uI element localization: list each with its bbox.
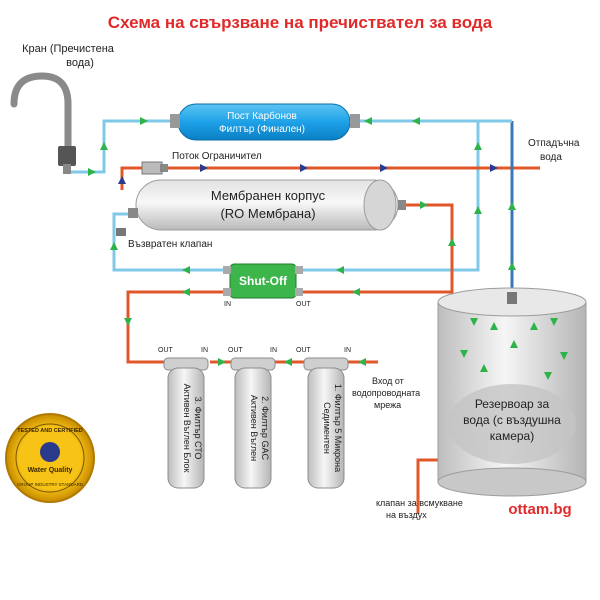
filter-3-cartridge	[163, 357, 209, 489]
filter-3-label-line2: Активен Въглен Блок	[182, 384, 192, 473]
flow-arrow-icon	[474, 142, 482, 150]
flow-restrictor	[141, 161, 168, 175]
page-title: Схема на свързване на пречиствател за во…	[108, 13, 493, 32]
carbon-filter-label-line1: Пост Карбонов	[227, 110, 297, 122]
filter-2-out-label: OUT	[228, 347, 244, 354]
flow-arrow-icon	[510, 340, 518, 348]
shutoff-label: Shut-Off	[239, 274, 288, 288]
flow-arrow-icon	[480, 364, 488, 372]
flow-arrow-icon	[544, 372, 552, 380]
flow-restrictor-label: Поток Ограничител	[172, 151, 262, 162]
membrane-housing	[128, 179, 406, 231]
flow-arrow-icon	[182, 288, 190, 296]
shutoff-in-label: IN	[224, 301, 231, 308]
drain-label-line1: Отпадъчна	[528, 138, 580, 149]
brand-logo-text: ottam.bg	[508, 501, 571, 518]
flow-arrow-icon	[560, 352, 568, 360]
filter-3-label-line1: 3. Филтър СТО	[193, 397, 203, 460]
membrane-label-line2: (RO Мембрана)	[220, 206, 315, 221]
carbon-filter	[170, 103, 360, 141]
air-valve-label-line2: на въздух	[386, 510, 427, 520]
filter-1-out-label: OUT	[296, 347, 312, 354]
flow-arrows	[88, 117, 568, 380]
filter-3-out-label: OUT	[158, 347, 174, 354]
flow-arrow-icon	[124, 318, 132, 326]
flow-arrow-icon	[110, 242, 118, 250]
filter-2-cartridge	[230, 357, 276, 489]
shutoff-out-label: OUT	[296, 301, 312, 308]
flow-arrow-icon	[412, 117, 420, 125]
flow-arrow-icon	[380, 164, 388, 172]
flow-arrow-icon	[550, 318, 558, 326]
water-tank	[437, 287, 587, 497]
inlet-label-line2: водопроводната	[352, 388, 420, 398]
flow-arrow-icon	[508, 202, 516, 210]
filter-2-in-label: IN	[270, 347, 277, 354]
flow-arrow-icon	[448, 238, 456, 246]
membrane-label-line1: Мембранен корпус	[211, 188, 326, 203]
check-valve-label: Възвратен клапан	[128, 239, 212, 250]
inlet-label-line3: мрежа	[374, 400, 401, 410]
tank-label-line2: вода (с въздушна	[463, 413, 561, 427]
flow-arrow-icon	[420, 201, 428, 209]
check-valve	[116, 228, 126, 236]
seal-mid-text: Water Quality	[28, 467, 73, 474]
carbon-filter-label-line2: Филтър (Финален)	[219, 124, 305, 135]
flow-arrow-icon	[100, 142, 108, 150]
filter-2-label-line1: 2. Филтър GAC	[260, 396, 270, 460]
flow-arrow-icon	[218, 358, 226, 366]
flow-arrow-icon	[118, 176, 126, 184]
tank-label-line1: Резервоар за	[475, 397, 550, 411]
faucet-label-line1: Кран (Пречистена	[22, 43, 115, 55]
seal-bottom-text: GROUP INDUSTRY STANDARD	[17, 482, 84, 487]
filter-2-label-line2: Активен Въглен	[249, 395, 259, 461]
filter-1-label-line2: Седиментен	[322, 402, 332, 454]
flow-arrow-icon	[284, 358, 292, 366]
faucet-label-line2: вода)	[66, 57, 94, 69]
flow-arrow-icon	[336, 266, 344, 274]
filter-1-cartridge	[303, 357, 349, 489]
flow-arrow-icon	[352, 288, 360, 296]
seal-top-text: TESTED AND CERTIFIED	[17, 428, 83, 434]
faucet-icon	[10, 72, 76, 174]
shutoff-valve	[223, 263, 303, 299]
flow-arrow-icon	[460, 350, 468, 358]
certification-seal: TESTED AND CERTIFIED Water Quality GROUP…	[5, 413, 95, 503]
flow-arrow-icon	[490, 164, 498, 172]
flow-arrow-icon	[358, 358, 366, 366]
flow-arrow-icon	[490, 322, 498, 330]
flow-arrow-icon	[470, 318, 478, 326]
flow-arrow-icon	[508, 262, 516, 270]
flow-arrow-icon	[364, 117, 372, 125]
flow-arrow-icon	[200, 164, 208, 172]
filter-1-label-line1: 1. Филтър 5 Микрона	[333, 384, 343, 472]
flow-arrow-icon	[140, 117, 148, 125]
tank-label-line3: камера)	[490, 429, 534, 443]
flow-arrow-icon	[88, 168, 96, 176]
filter-1-in-label: IN	[344, 347, 351, 354]
tank-pipe	[478, 119, 514, 302]
flow-arrow-icon	[474, 206, 482, 214]
air-valve-label-line1: клапан за всмукване	[376, 498, 463, 508]
flow-arrow-icon	[530, 322, 538, 330]
flow-arrow-icon	[300, 164, 308, 172]
filter-3-in-label: IN	[201, 347, 208, 354]
drain-label-line2: вода	[540, 152, 562, 163]
inlet-label-line1: Вход от	[372, 376, 404, 386]
flow-arrow-icon	[182, 266, 190, 274]
